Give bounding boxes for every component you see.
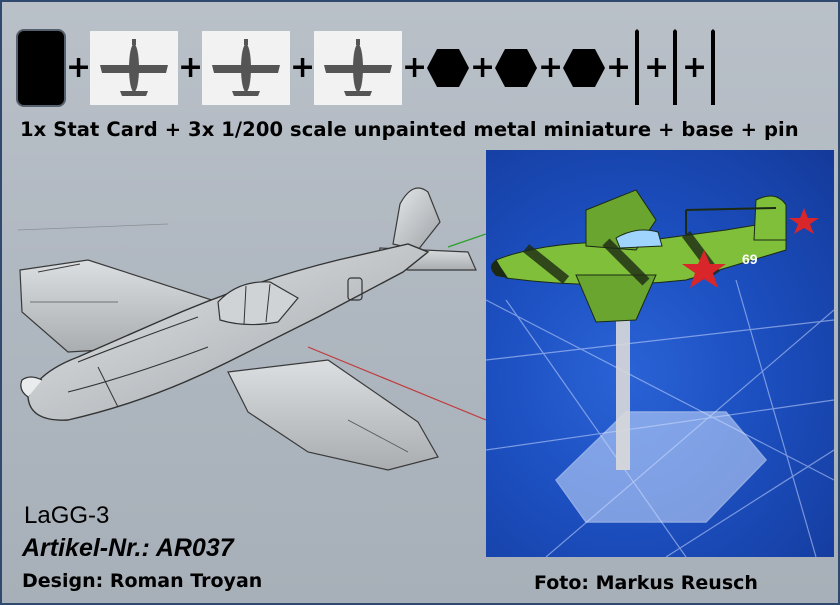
plus-sign: + [402, 50, 428, 85]
stat-card-icon [16, 29, 66, 107]
plus-sign: + [178, 50, 204, 85]
plus-sign: + [682, 50, 708, 85]
plus-sign: + [606, 50, 632, 85]
plus-sign: + [644, 50, 670, 85]
painted-miniature-photo: 69 [486, 150, 834, 557]
contents-caption: 1x Stat Card + 3x 1/200 scale unpainted … [20, 118, 799, 141]
miniature-3-icon [314, 31, 402, 105]
plus-sign: + [538, 50, 564, 85]
pin-2-icon [668, 29, 682, 107]
plus-sign: + [66, 50, 92, 85]
hex-base-3-icon [562, 46, 606, 90]
hex-base-1-icon [426, 46, 470, 90]
model-name: LaGG-3 [24, 502, 110, 529]
aircraft-number: 69 [742, 251, 758, 267]
article-number: Artikel-Nr.: AR037 [22, 534, 234, 562]
plus-sign: + [290, 50, 316, 85]
component-strip: + + + [16, 26, 720, 110]
hex-base-2-icon [494, 46, 538, 90]
design-credit: Design: Roman Troyan [22, 570, 263, 592]
miniature-2-icon [202, 31, 290, 105]
aircraft-3d-render [8, 152, 487, 502]
photo-credit: Foto: Markus Reusch [534, 572, 758, 594]
miniature-1-icon [90, 31, 178, 105]
pin-3-icon [706, 29, 720, 107]
plus-sign: + [470, 50, 496, 85]
pin-1-icon [630, 29, 644, 107]
